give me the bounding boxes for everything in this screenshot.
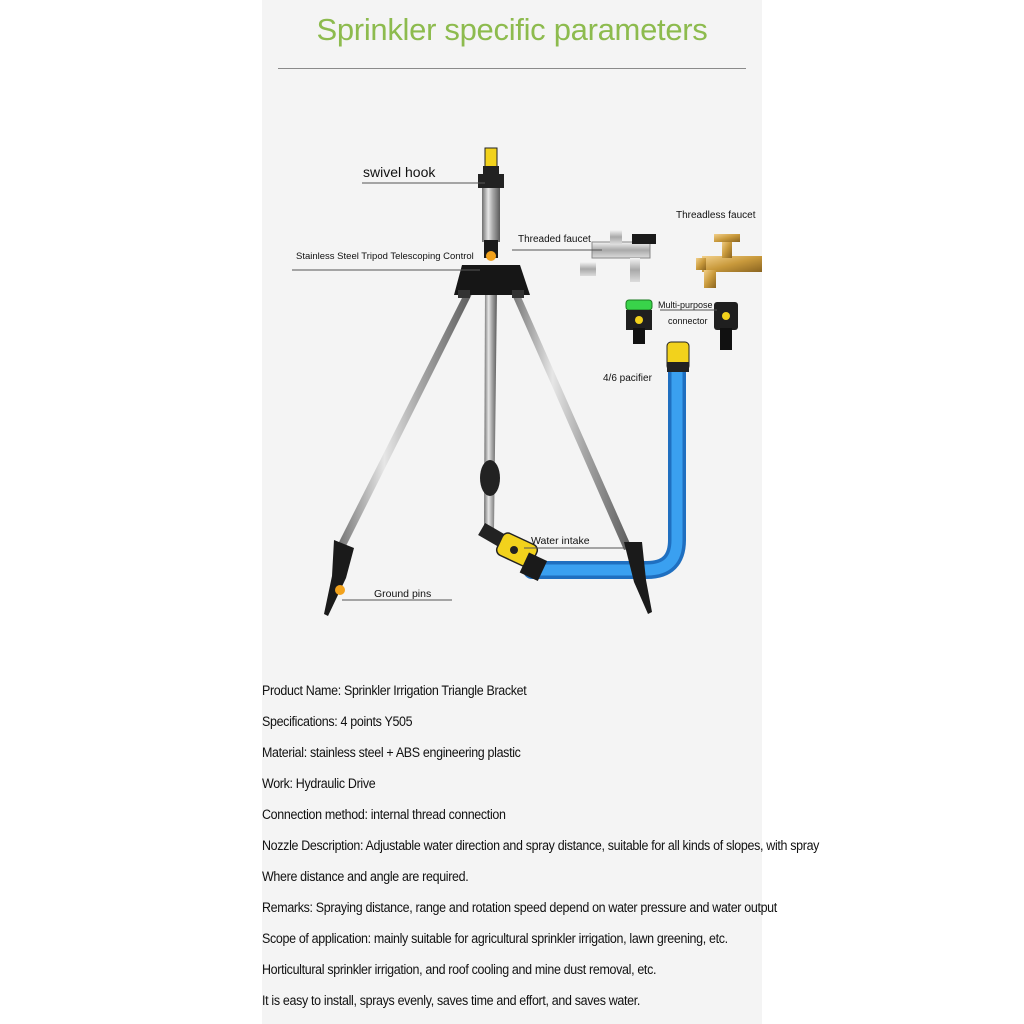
- label-threaded-faucet: Threaded faucet: [518, 234, 591, 245]
- spec-scope: Scope of application: mainly suitable fo…: [262, 931, 728, 946]
- spec-connection-method: Connection method: internal thread conne…: [262, 807, 506, 822]
- title-divider: [278, 68, 746, 69]
- spec-nozzle-description: Nozzle Description: Adjustable water dir…: [262, 838, 820, 853]
- spec-remarks: Remarks: Spraying distance, range and ro…: [262, 900, 777, 915]
- label-ground-pins: Ground pins: [374, 588, 432, 600]
- label-threadless-faucet: Threadless faucet: [676, 210, 756, 221]
- spec-specifications: Specifications: 4 points Y505: [262, 714, 413, 729]
- sprinkler-mast: [454, 147, 530, 298]
- spec-benefits: It is easy to install, sprays evenly, sa…: [262, 993, 641, 1008]
- spec-material: Material: stainless steel + ABS engineer…: [262, 745, 521, 760]
- spec-scope-cont: Horticultural sprinkler irrigation, and …: [262, 962, 657, 977]
- spec-work: Work: Hydraulic Drive: [262, 776, 376, 791]
- label-water-intake: Water intake: [531, 535, 590, 547]
- tripod-legs: [324, 290, 652, 616]
- label-tripod-control: Stainless Steel Tripod Telescoping Contr…: [296, 251, 474, 262]
- spec-list: Product Name: Sprinkler Irrigation Trian…: [262, 680, 820, 1021]
- label-pacifier: 4/6 pacifier: [603, 373, 652, 384]
- label-connector: connector: [668, 316, 708, 326]
- water-intake-connector: [478, 522, 548, 581]
- label-swivel-hook: swivel hook: [363, 164, 436, 180]
- threaded-faucet-illustration: [580, 230, 656, 282]
- spec-nozzle-description-cont: Where distance and angle are required.: [262, 869, 469, 884]
- hose: [523, 341, 690, 579]
- threadless-faucet-illustration: [696, 234, 762, 288]
- sprinkler-tripod-illustration: [292, 147, 762, 616]
- sprinkler-diagram: swivel hook Stainless Steel Tripod Teles…: [262, 130, 762, 640]
- spec-product-name: Product Name: Sprinkler Irrigation Trian…: [262, 683, 527, 698]
- multi-purpose-connector-illustration: [625, 299, 738, 350]
- page-title: Sprinkler specific parameters: [316, 12, 708, 47]
- label-multi-purpose: Multi-purpose: [658, 300, 713, 310]
- annotation-leaders: [292, 182, 717, 601]
